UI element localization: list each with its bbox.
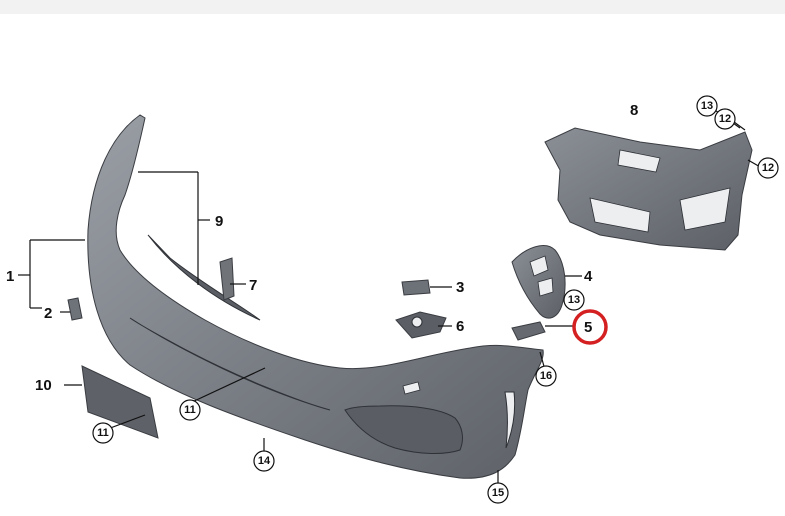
part-7-clip xyxy=(219,257,235,301)
part-10-plate-base xyxy=(81,365,159,439)
callout-11-b-text: 11 xyxy=(97,427,109,439)
callout-14: 14 xyxy=(253,450,275,472)
callout-11-a: 11 xyxy=(179,399,201,421)
callout-11-b: 11 xyxy=(92,422,114,444)
top-band xyxy=(0,0,785,14)
part-8-carrier xyxy=(544,127,753,251)
label-6: 6 xyxy=(456,318,464,335)
callout-12-a: 12 xyxy=(714,108,736,130)
callout-16: 16 xyxy=(535,365,557,387)
callout-13-b-text: 13 xyxy=(701,100,713,112)
label-10: 10 xyxy=(35,377,52,394)
label-8: 8 xyxy=(630,102,638,119)
callout-13-a-text: 13 xyxy=(568,294,580,306)
callout-16-text: 16 xyxy=(540,370,552,382)
callout-14-text: 14 xyxy=(258,455,271,467)
highlight-label-5[interactable]: 5 xyxy=(572,309,608,345)
part-6-sensor-holder xyxy=(395,311,447,339)
callout-15-text: 15 xyxy=(492,487,504,499)
part-5-bracket xyxy=(511,321,546,341)
callout-11-a-text: 11 xyxy=(184,404,196,416)
part-4-bracket xyxy=(511,245,566,319)
callout-12-b: 12 xyxy=(757,157,779,179)
callout-12-a-text: 12 xyxy=(719,113,731,125)
callout-13-b: 13 xyxy=(696,95,718,117)
label-2: 2 xyxy=(44,305,52,322)
callout-15: 15 xyxy=(487,482,509,504)
label-5: 5 xyxy=(584,319,592,336)
label-1: 1 xyxy=(6,268,14,285)
label-9: 9 xyxy=(215,213,223,230)
label-4: 4 xyxy=(584,268,593,285)
part-3-cap xyxy=(401,279,431,296)
highlight-ring xyxy=(572,309,608,345)
callout-13-a: 13 xyxy=(563,289,585,311)
label-3: 3 xyxy=(456,279,464,296)
bumper-cover xyxy=(87,114,544,479)
label-7: 7 xyxy=(249,277,257,294)
part-2-flap xyxy=(67,297,83,321)
callout-12-b-text: 12 xyxy=(762,162,774,174)
